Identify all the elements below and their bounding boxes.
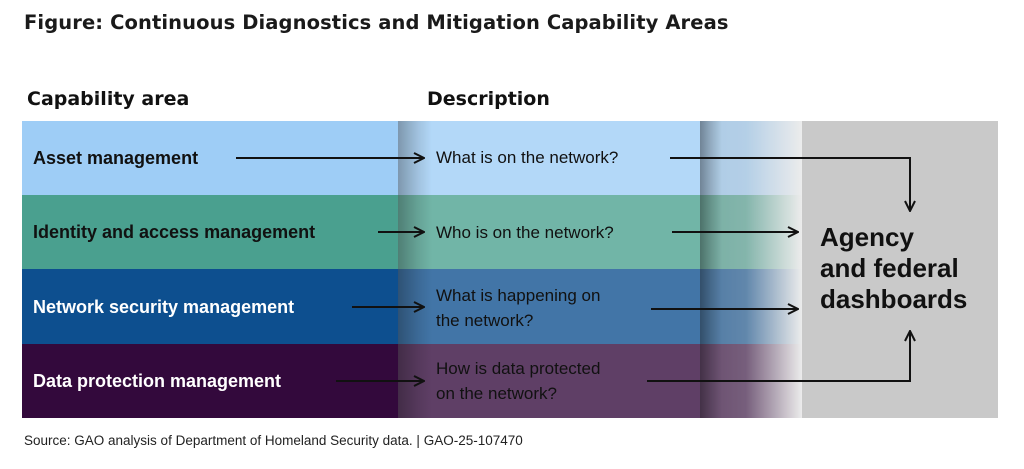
figure-title: Figure: Continuous Diagnostics and Mitig… (24, 11, 729, 34)
description-column (398, 121, 700, 418)
capability-network-security-management: Network security management (33, 297, 295, 317)
capability-identity-access-management: Identity and access management (33, 222, 316, 242)
description-identity: Who is on the network? (436, 220, 614, 245)
dashboards-label: Agency and federal dashboards (820, 222, 967, 315)
dashboards-line2: and federal (820, 253, 959, 283)
capability-asset-management: Asset management (33, 148, 199, 168)
header-description: Description (427, 88, 550, 110)
band-shadow (700, 121, 722, 418)
description-network: What is happening on the network? (436, 283, 600, 333)
description-data: How is data protected on the network? (436, 356, 600, 406)
dashboards-line1: Agency (820, 222, 914, 252)
description-asset: What is on the network? (436, 145, 618, 170)
arrow-data-to-dashboard (647, 331, 910, 382)
source-note: Source: GAO analysis of Department of Ho… (24, 433, 523, 448)
description-shadow (398, 121, 432, 418)
arrow-asset-to-dashboard (670, 157, 910, 211)
description-data-line2: on the network? (436, 384, 557, 403)
capability-data-protection-management: Data protection management (33, 371, 282, 391)
dashboards-line3: dashboards (820, 284, 968, 314)
description-asset-line1: What is on the network? (436, 148, 619, 167)
description-network-line1: What is happening on (436, 286, 601, 305)
description-network-line2: the network? (436, 311, 534, 330)
description-data-line1: How is data protected (436, 359, 601, 378)
description-identity-line1: Who is on the network? (436, 223, 614, 242)
header-capability-area: Capability area (27, 88, 190, 110)
